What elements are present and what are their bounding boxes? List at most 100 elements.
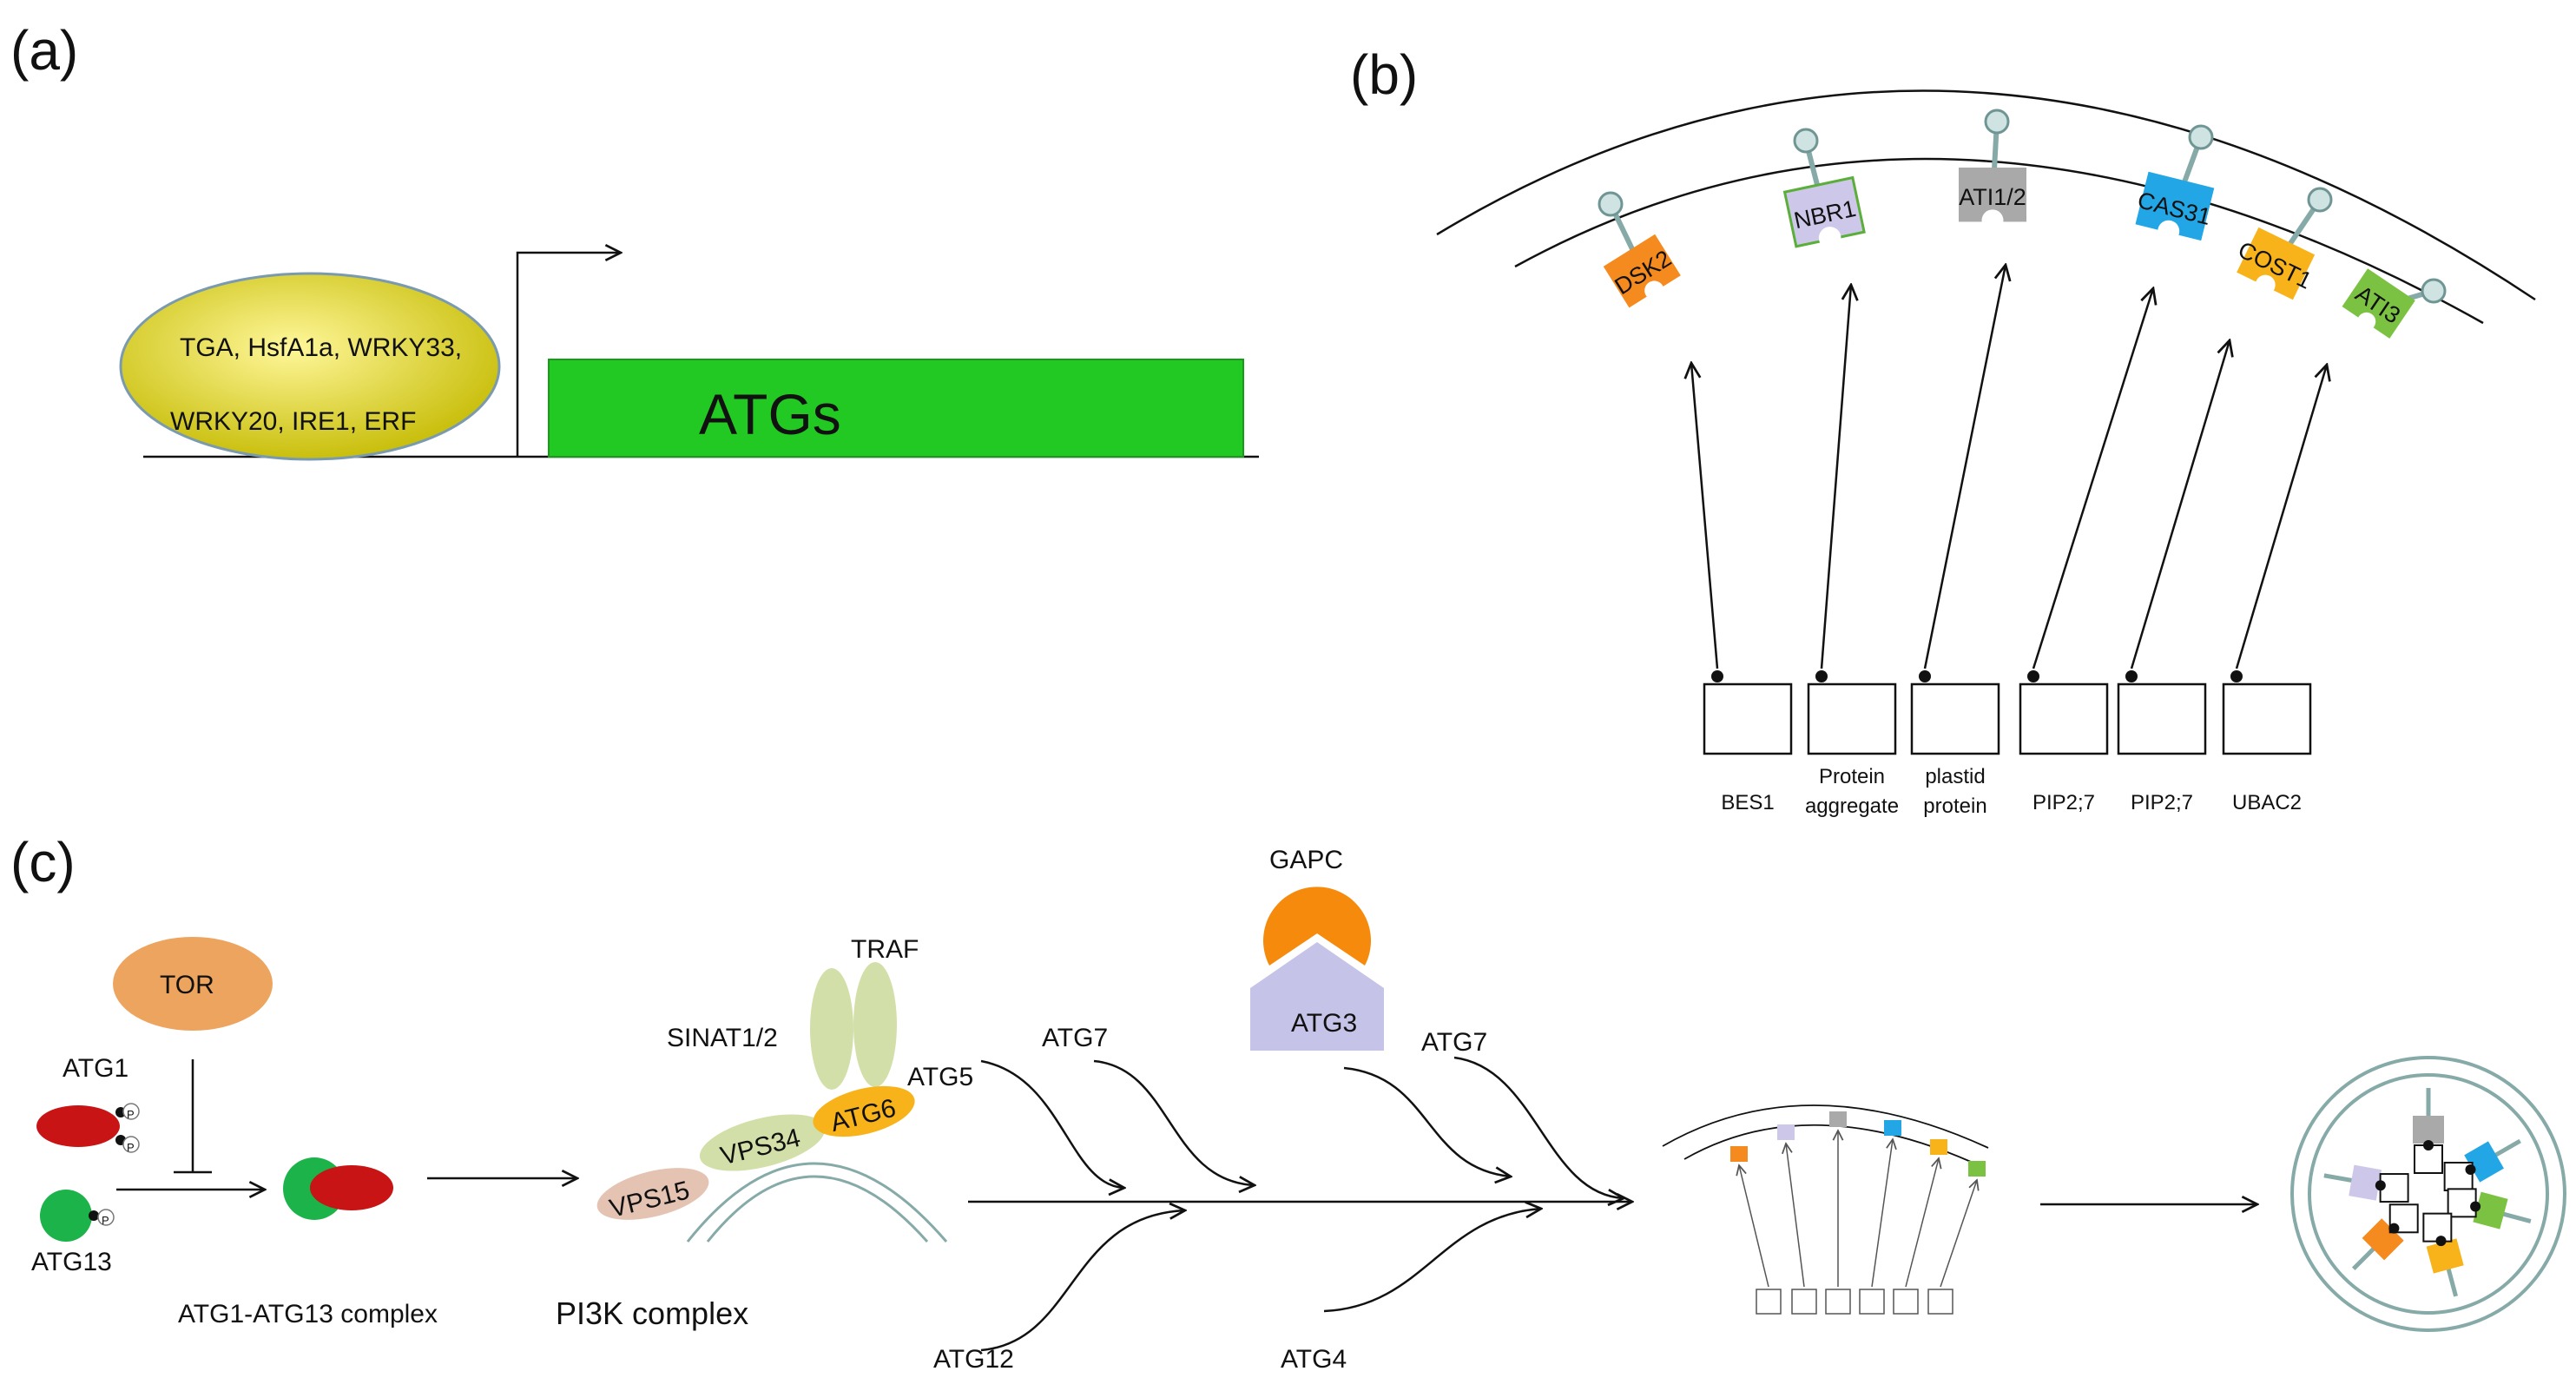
curve-atg4 <box>1323 1209 1541 1313</box>
cargo-complex <box>2443 1138 2521 1191</box>
cargo-ubiquitin <box>2465 1164 2476 1175</box>
atg4-label: ATG4 <box>1281 1345 1347 1374</box>
cargo-complex <box>2447 1188 2532 1229</box>
vps15-protein <box>596 1168 709 1220</box>
receptor-body: DSK2 <box>1603 234 1681 308</box>
substrate-label-line1: Protein <box>1819 765 1885 788</box>
mini-receptor <box>1730 1146 1782 1315</box>
tf-label-line1: TGA, HsfA1a, WRKY33, <box>180 333 462 362</box>
receptor-anchor-head <box>2421 278 2447 304</box>
phospho-icon-3 <box>97 1209 115 1226</box>
curve-atg7a <box>1093 1059 1255 1185</box>
mini-receptor <box>1825 1111 1851 1315</box>
mini-receptor-shape <box>1730 1146 1748 1162</box>
cargo-substrate <box>2447 1188 2477 1218</box>
cargo-receptor <box>2362 1218 2404 1261</box>
atg-gene-label: ATGs <box>699 382 841 446</box>
atg3-label: ATG3 <box>1291 1009 1357 1038</box>
receptor-anchor-head <box>2188 124 2214 150</box>
ubiquitin-dot <box>1815 670 1828 682</box>
substrate-box <box>2019 682 2109 755</box>
mini-arrow <box>1871 1139 1893 1288</box>
substrate-1: BES1 <box>1703 670 1793 814</box>
receptor-anchor-head <box>1793 128 1819 154</box>
receptor-body: COST1 <box>2234 227 2316 300</box>
ubiquitin-dot <box>1919 670 1931 682</box>
substrate-to-receptor-arrow <box>2032 288 2153 669</box>
panel-a: (a) TGA, HsfA1a, WRKY33, WRKY20, IRE1, E… <box>10 19 1259 461</box>
cargo-ubiquitin <box>2375 1180 2386 1191</box>
mini-receptor <box>1927 1161 1986 1315</box>
curve-atg12 <box>980 1210 1185 1352</box>
receptor-shape <box>2135 171 2215 241</box>
gapc-protein <box>1262 887 1372 966</box>
mini-receptor <box>1859 1120 1901 1315</box>
substrate-label-line1: PIP2;7 <box>2131 791 2193 814</box>
atg3-protein <box>1250 942 1384 1051</box>
mini-inner-membrane <box>1683 1124 1972 1163</box>
substrate-box <box>1807 682 1897 755</box>
atg-gene-box <box>548 359 1244 458</box>
curve-atg7b <box>1453 1056 1624 1198</box>
transcription-start-arrow <box>516 253 621 457</box>
substrate-label-line2: aggregate <box>1805 794 1899 818</box>
traf-label: TRAF <box>851 935 919 964</box>
mini-receptor-shape <box>1884 1120 1901 1136</box>
receptor-anchor-head <box>2307 187 2333 213</box>
receptor-arrow-group <box>1691 265 2327 669</box>
autophagosome-cargo-group <box>2323 1088 2532 1297</box>
receptor-anchor-head <box>1598 191 1624 217</box>
receptor-ati3: ATI3 <box>2342 268 2447 339</box>
receptor-label: ATI1/2 <box>1959 184 2026 210</box>
cargo-receptor <box>2473 1191 2508 1229</box>
mini-substrate-box <box>1791 1289 1817 1315</box>
receptor-binding-pocket <box>1818 227 1841 249</box>
receptor-ati1-2: ATI1/2 <box>1959 109 2026 232</box>
atg5-label: ATG5 <box>907 1063 973 1091</box>
receptor-binding-pocket <box>2357 312 2376 331</box>
panel-a-label: (a) <box>10 19 78 82</box>
mini-arrow <box>1739 1165 1769 1288</box>
substrate-2: Protein aggregate <box>1805 670 1899 818</box>
receptor-nbr1: NBR1 <box>1782 128 1866 249</box>
substrate-6: UBAC2 <box>2222 670 2312 814</box>
ubiquitin-dot <box>2230 670 2243 682</box>
receptor-anchor-head <box>1984 109 2010 135</box>
ubiquitin-dot <box>1711 670 1723 682</box>
substrate-5: PIP2;7 <box>2117 670 2207 814</box>
mini-substrate-box <box>1893 1289 1919 1315</box>
panel-c: (c) TOR ATG1 P P P ATG13 ATG1-ATG13 comp… <box>10 831 2566 1374</box>
receptor-shape <box>1603 234 1681 308</box>
substrate-label-line1: plastid <box>1925 765 1985 788</box>
cargo-ubiquitin <box>2435 1236 2447 1247</box>
cargo-substrate <box>2422 1212 2453 1243</box>
receptor-cost1: COST1 <box>2234 187 2333 300</box>
ubiquitin-dot <box>2125 670 2138 682</box>
atg13-phospho-dot <box>89 1210 99 1221</box>
phospho-label-1: P <box>127 1108 135 1121</box>
substrate-to-receptor-arrow <box>1691 363 1719 669</box>
complex-atg1 <box>310 1165 393 1210</box>
atg13-label: ATG13 <box>31 1248 112 1276</box>
atg13-protein <box>40 1190 92 1242</box>
mini-outer-membrane <box>1662 1104 1989 1149</box>
substrate-to-receptor-arrow <box>2235 365 2327 669</box>
substrate-4: PIP2;7 <box>2019 670 2109 814</box>
receptor-body: ATI3 <box>2342 268 2415 339</box>
receptor-shape <box>2342 268 2415 339</box>
vps34-protein <box>699 1114 826 1171</box>
tf-label-line2: WRKY20, IRE1, ERF <box>170 407 416 436</box>
tor-label: TOR <box>160 971 214 999</box>
phagophore-mini <box>1662 1104 1989 1315</box>
mini-arrow <box>1940 1180 1977 1288</box>
cargo-complex <box>2413 1088 2444 1174</box>
receptor-cas31: CAS31 <box>2135 124 2215 242</box>
cargo-ubiquitin <box>2423 1140 2434 1150</box>
substrate-box <box>2117 682 2207 755</box>
atg1-label: ATG1 <box>63 1054 128 1083</box>
mini-substrate-box <box>1756 1289 1782 1315</box>
mini-receptor-shape <box>1930 1139 1947 1155</box>
atg7-label-2: ATG7 <box>1421 1028 1487 1057</box>
